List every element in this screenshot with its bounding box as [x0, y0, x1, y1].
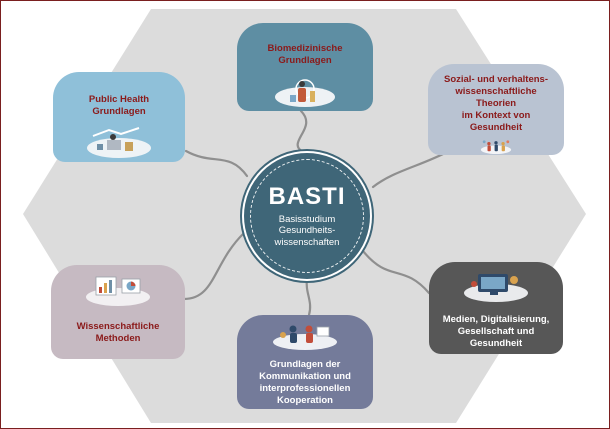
title-line: Kooperation: [277, 395, 333, 406]
title-line: Grundlagen: [92, 106, 146, 117]
module-title-medien: Medien, Digitalisierung, Gesellschaft un…: [435, 314, 558, 350]
module-title-kommunikation: Grundlagen der Kommunikation und interpr…: [251, 359, 359, 407]
central-hub[interactable]: BASTI Basisstudium Gesundheits- wissensc…: [244, 153, 370, 279]
charts-scene-icon: [86, 276, 150, 306]
module-card-methoden[interactable]: Wissenschaftliche Methoden: [51, 265, 185, 359]
hub-subtitle-line: Basisstudium: [278, 213, 336, 225]
connector-sozial: [371, 149, 451, 189]
connector-methoden: [182, 231, 246, 301]
hub-subtitle-line: Gesundheits-: [278, 225, 336, 237]
connector-public-health: [184, 149, 249, 178]
title-line: Methoden: [95, 333, 141, 344]
module-card-kommunikation[interactable]: Grundlagen der Kommunikation und interpr…: [237, 315, 373, 409]
module-card-biomed[interactable]: Biomedizinische Grundlagen: [237, 23, 373, 111]
connector-medien: [361, 249, 431, 295]
digital-media-icon: [464, 274, 528, 302]
title-line: im Kontext von Gesundheit: [461, 110, 531, 133]
title-line: Grundlagen: [278, 55, 332, 66]
connector-kommunikation: [305, 277, 312, 317]
title-line: Gesundheit: [469, 338, 523, 349]
group-discussion-icon: [480, 140, 512, 155]
title-line: Gesellschaft und: [457, 326, 535, 337]
module-card-public-health[interactable]: Public Health Grundlagen: [53, 72, 185, 162]
lab-scene-icon: [275, 79, 335, 107]
public-health-scene-icon: [87, 127, 151, 158]
hub-subtitle-line: wissenschaften: [274, 236, 340, 248]
title-line: interprofessionellen: [259, 383, 351, 394]
module-title-methoden: Wissenschaftliche Methoden: [69, 321, 168, 345]
hub-subtitle: Basisstudium Gesundheits- wissenschaften: [261, 214, 354, 249]
title-line: Public Health: [88, 94, 150, 105]
module-title-sozial: Sozial- und verhaltens- wissenschaftlich…: [428, 74, 564, 134]
module-title-public-health: Public Health Grundlagen: [81, 94, 157, 118]
connector-biomed: [296, 109, 308, 155]
title-line: Medien, Digitalisierung,: [442, 314, 550, 325]
title-line: wissenschaftliche Theorien: [455, 86, 537, 109]
hub-name: BASTI: [268, 182, 346, 210]
title-line: Kommunikation und: [259, 371, 351, 382]
title-line: Sozial- und verhaltens-: [444, 74, 548, 85]
title-line: Wissenschaftliche: [76, 321, 160, 332]
module-card-medien[interactable]: Medien, Digitalisierung, Gesellschaft un…: [429, 262, 563, 354]
module-card-sozial[interactable]: Sozial- und verhaltens- wissenschaftlich…: [428, 64, 564, 155]
teamwork-icon: [273, 325, 337, 350]
module-title-biomed: Biomedizinische Grundlagen: [260, 43, 351, 67]
title-line: Biomedizinische: [267, 43, 343, 54]
title-line: Grundlagen der: [269, 359, 341, 370]
